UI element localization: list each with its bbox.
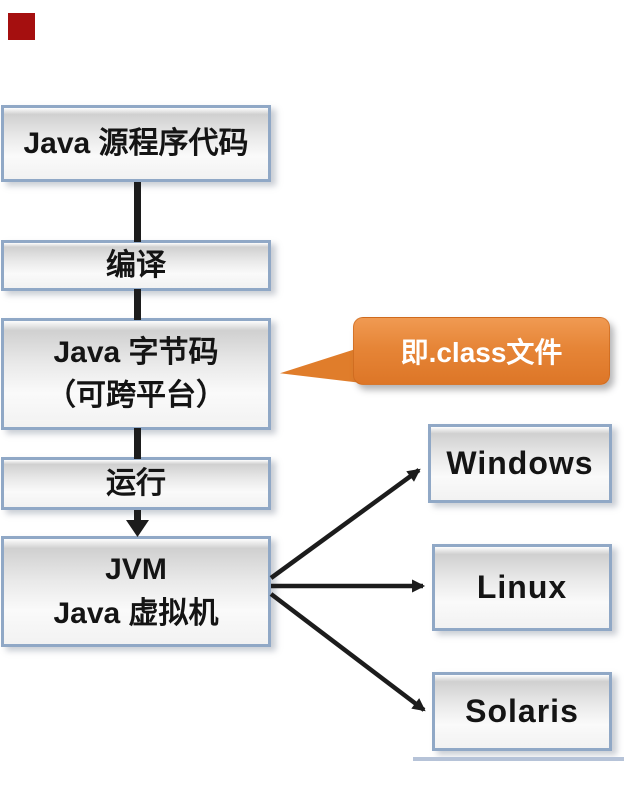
platform-solaris-label: Solaris [465, 693, 579, 730]
node-run: 运行 [1, 457, 271, 510]
arrow-jvm-to-windows [269, 468, 421, 580]
node-bytecode-line2: （可跨平台） [46, 379, 226, 412]
node-bytecode: Java 字节码 （可跨平台） [1, 318, 271, 430]
callout-label: 即.class文件 [400, 337, 563, 368]
node-jvm-line2: Java 虚拟机 [53, 596, 219, 630]
node-compile: 编译 [1, 240, 271, 291]
node-jvm-line1: JVM [105, 553, 167, 586]
platform-linux-label: Linux [476, 569, 568, 606]
node-platform-windows: Windows [428, 424, 612, 503]
node-jvm: JVM Java 虚拟机 [1, 536, 271, 647]
node-java-source: Java 源程序代码 [1, 105, 271, 182]
node-java-source-label: Java 源程序代码 [23, 126, 249, 160]
callout-tail [280, 347, 360, 383]
node-run-label: 运行 [106, 466, 166, 500]
class-file-callout: 即.class文件 [353, 317, 610, 385]
arrow-run-to-jvm-head [126, 520, 149, 537]
footer-rule [413, 757, 624, 761]
node-platform-solaris: Solaris [432, 672, 612, 751]
platform-windows-label: Windows [446, 445, 594, 482]
arrow-jvm-to-solaris [269, 592, 426, 712]
red-square-marker [8, 13, 35, 40]
node-bytecode-line1: Java 字节码 [53, 335, 219, 369]
node-compile-label: 编译 [106, 248, 166, 282]
node-platform-linux: Linux [432, 544, 612, 631]
